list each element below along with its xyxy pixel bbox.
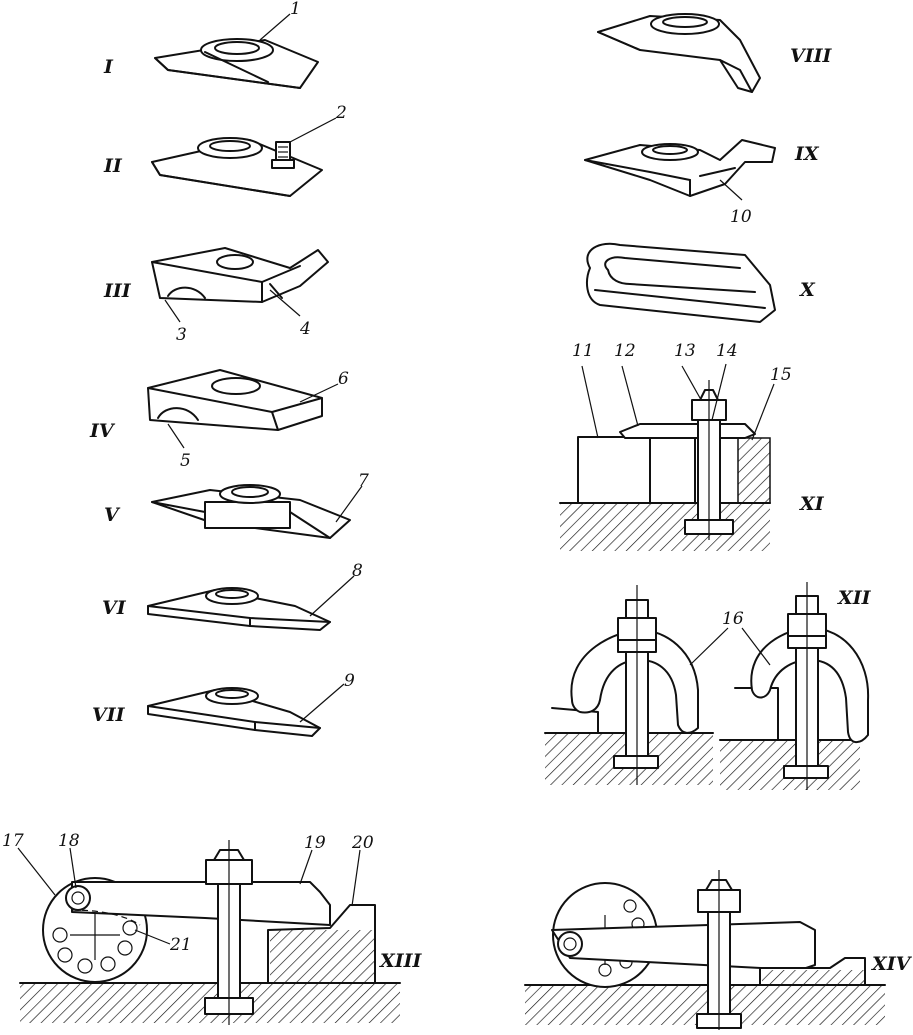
clamp-VII <box>147 687 321 737</box>
leader-9 <box>299 683 345 723</box>
callout-9: 9 <box>344 671 355 691</box>
clamp-VIII <box>597 13 761 93</box>
leader-16b <box>741 627 771 666</box>
label-V: V <box>104 504 121 526</box>
leader-6 <box>299 383 339 403</box>
leader-21 <box>134 929 171 945</box>
leader-7 <box>335 485 363 523</box>
callout-5: 5 <box>180 451 191 471</box>
label-XI: XI <box>799 493 825 515</box>
leader-1 <box>259 13 291 41</box>
label-IV: IV <box>89 420 116 442</box>
callout-6: 6 <box>338 369 349 389</box>
clamp-II <box>151 137 323 197</box>
label-VIII: VIII <box>790 45 833 67</box>
label-X: X <box>799 279 816 301</box>
clamp-IX <box>584 139 776 197</box>
leader-5 <box>167 423 185 449</box>
clamp-III <box>151 247 329 303</box>
callout-12: 12 <box>614 341 636 361</box>
clamp-V <box>151 484 351 539</box>
callout-20: 20 <box>351 833 374 853</box>
assembly-XIV <box>524 870 886 1030</box>
label-VII: VII <box>92 704 126 726</box>
label-IX: IX <box>794 143 820 165</box>
callout-4: 4 <box>299 319 311 339</box>
leader-10 <box>719 179 743 201</box>
callout-18: 18 <box>58 831 80 851</box>
callout-15: 15 <box>770 365 792 385</box>
callout-16: 16 <box>722 609 744 629</box>
leader-15 <box>751 383 775 441</box>
callout-3: 3 <box>176 325 187 345</box>
label-XIV: XIV <box>871 953 913 975</box>
assembly-XIII <box>19 840 401 1025</box>
callout-2: 2 <box>335 103 347 123</box>
leader-18 <box>69 847 77 889</box>
clamp-I <box>154 38 319 89</box>
leader-19 <box>299 849 313 885</box>
label-III: III <box>103 280 132 302</box>
callout-8: 8 <box>352 561 363 581</box>
leader-4 <box>269 289 301 317</box>
callout-10: 10 <box>730 207 752 227</box>
callout-19: 19 <box>304 833 326 853</box>
assembly-XI <box>559 380 771 551</box>
label-XIII: XIII <box>379 950 423 972</box>
callout-17: 17 <box>2 831 24 851</box>
label-XII: XII <box>837 587 872 609</box>
callout-21: 21 <box>169 935 192 955</box>
clamp-IV <box>147 369 323 431</box>
leader-8 <box>309 575 355 617</box>
leader-11 <box>581 365 599 439</box>
leader-13 <box>681 365 701 399</box>
callout-14: 14 <box>716 341 738 361</box>
callout-13: 13 <box>674 341 696 361</box>
leader-3 <box>164 299 181 323</box>
callout-1: 1 <box>290 0 301 19</box>
clamp-X <box>586 242 776 323</box>
leader-17 <box>17 847 56 896</box>
label-I: I <box>103 56 114 78</box>
leader-20 <box>351 849 361 907</box>
leader-16a <box>689 627 729 666</box>
leader-14 <box>711 363 727 421</box>
label-VI: VI <box>102 597 127 619</box>
callout-11: 11 <box>572 341 594 361</box>
assembly-XII <box>544 582 870 790</box>
leader-2 <box>289 117 337 143</box>
label-II: II <box>103 155 123 177</box>
clamp-VI <box>147 587 331 631</box>
callout-7: 7 <box>358 471 369 491</box>
leader-12 <box>621 365 639 427</box>
